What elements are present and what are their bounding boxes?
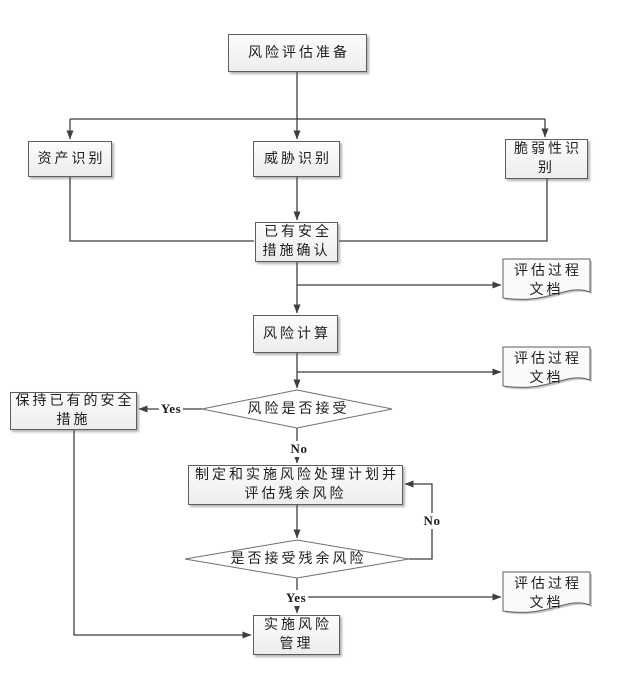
node-threat-identification: 威胁识别 bbox=[253, 141, 340, 177]
doc3-label: 评估过程 文档 bbox=[505, 575, 588, 613]
edge-label-yes1: Yes bbox=[158, 401, 184, 417]
node-keep-existing-measures: 保持已有的安全 措施 bbox=[10, 392, 137, 430]
node-risk-treatment-plan: 制定和实施风险处理计划并 评估残余风险 bbox=[188, 465, 403, 505]
node-label: 已有安全 措施确认 bbox=[262, 225, 332, 259]
edge-branch-top bbox=[70, 72, 545, 120]
node-label: 评估过程 文档 bbox=[514, 352, 582, 386]
decision-residual-accept-label: 是否接受残余风险 bbox=[207, 549, 387, 569]
node-label: 保持已有的安全 措施 bbox=[15, 394, 135, 428]
node-label: 是否接受残余风险 bbox=[230, 551, 367, 567]
node-label: 实施风险 管理 bbox=[264, 618, 332, 652]
node-label: 威胁识别 bbox=[264, 151, 332, 167]
decision-risk-accept-shape bbox=[201, 389, 393, 429]
edge-label-yes2: Yes bbox=[283, 590, 309, 606]
doc1-label: 评估过程 文档 bbox=[505, 262, 588, 300]
node-label: 脆弱性识 别 bbox=[514, 142, 582, 176]
edge-vuln-to-existing bbox=[339, 177, 548, 242]
node-existing-measures-confirmation: 已有安全 措施确认 bbox=[255, 222, 338, 262]
doc3-shape bbox=[502, 571, 591, 613]
node-asset-identification: 资产识别 bbox=[28, 141, 112, 177]
node-implement-risk-management: 实施风险 管理 bbox=[253, 615, 340, 655]
edge-label-no2: No bbox=[421, 513, 443, 529]
node-label: 资产识别 bbox=[37, 151, 106, 167]
node-label: 风险是否接受 bbox=[247, 401, 350, 417]
edge-asset-to-existing bbox=[69, 177, 254, 242]
node-label: 制定和实施风险处理计划并 评估残余风险 bbox=[195, 468, 399, 502]
node-vulnerability-identification: 脆弱性识 别 bbox=[505, 139, 588, 179]
node-label: 风险计算 bbox=[263, 326, 331, 342]
decision-risk-accept-label: 风险是否接受 bbox=[212, 399, 382, 419]
node-label: 评估过程 文档 bbox=[514, 577, 582, 611]
decision-residual-accept-shape bbox=[184, 539, 410, 579]
doc2-label: 评估过程 文档 bbox=[505, 350, 588, 388]
node-risk-calculation: 风险计算 bbox=[253, 315, 338, 353]
doc1-shape bbox=[502, 258, 591, 300]
document-shapes bbox=[502, 258, 592, 615]
node-label: 风险评估准备 bbox=[248, 45, 350, 61]
node-risk-assessment-preparation: 风险评估准备 bbox=[228, 34, 367, 72]
doc2-shape bbox=[502, 346, 591, 388]
edge-keep-to-implement bbox=[73, 428, 252, 639]
edge-label-no1: No bbox=[288, 441, 310, 457]
node-label: 评估过程 文档 bbox=[514, 264, 582, 298]
